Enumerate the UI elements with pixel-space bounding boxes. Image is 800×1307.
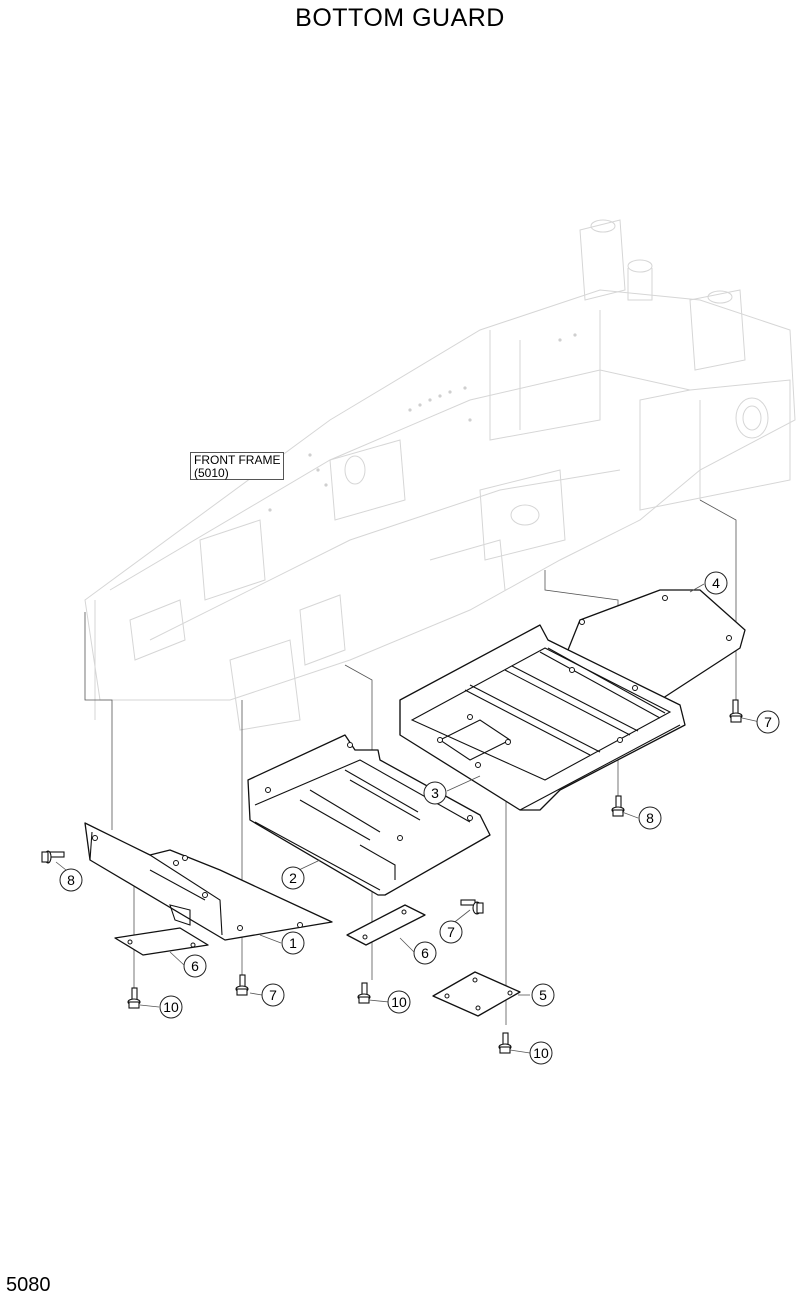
callout-2: 2: [281, 866, 305, 890]
callout-8-right: 8: [638, 806, 662, 830]
callout-7-middle-number: 7: [447, 924, 455, 940]
front-frame-reference-label: FRONT FRAME (5010): [190, 452, 284, 480]
callout-10-middle: 10: [387, 990, 411, 1014]
callout-7-right-number: 7: [764, 714, 772, 730]
callout-10-bottom: 10: [529, 1041, 553, 1065]
bolt-8-left: [41, 850, 65, 864]
callout-5: 5: [531, 983, 555, 1007]
callout-6-left-number: 6: [191, 958, 199, 974]
callout-3-number: 3: [431, 785, 439, 801]
part-2-middle-guard: [247, 734, 491, 896]
callout-6-right-number: 6: [421, 945, 429, 961]
part-3-center-guard: [399, 624, 686, 811]
callout-1-number: 1: [289, 935, 297, 951]
callout-8-left: 8: [59, 868, 83, 892]
bolt-10-middle: [357, 982, 371, 1004]
callout-3: 3: [423, 781, 447, 805]
part-6-cover-plate-right: [346, 904, 426, 946]
callout-2-number: 2: [289, 870, 297, 886]
bolt-10-left: [127, 987, 141, 1009]
page-title: BOTTOM GUARD: [295, 4, 505, 32]
callout-4-number: 4: [712, 575, 720, 591]
bolt-7-left: [235, 974, 249, 996]
part-1-front-guard-bracket: [84, 822, 333, 941]
callout-6-left: 6: [183, 954, 207, 978]
bolt-7-right: [729, 699, 743, 723]
part-5-access-cover: [432, 971, 521, 1017]
callout-4: 4: [704, 571, 728, 595]
callout-7-left: 7: [261, 983, 285, 1007]
reference-label-code: (5010): [194, 466, 229, 480]
callout-7-right: 7: [756, 710, 780, 734]
front-frame-ghost: [84, 219, 796, 731]
callout-10-left-number: 10: [163, 999, 179, 1015]
callout-1: 1: [281, 931, 305, 955]
bolt-7-middle: [460, 899, 484, 915]
callout-10-middle-number: 10: [391, 994, 407, 1010]
callout-10-bottom-number: 10: [533, 1045, 549, 1061]
callout-8-left-number: 8: [67, 872, 75, 888]
callout-10-left: 10: [159, 995, 183, 1019]
callout-7-left-number: 7: [269, 987, 277, 1003]
callout-5-number: 5: [539, 987, 547, 1003]
bolt-8-right: [611, 795, 625, 817]
callout-7-middle: 7: [439, 920, 463, 944]
page-number: 5080: [6, 1274, 51, 1296]
bolt-10-bottom: [498, 1032, 512, 1054]
reference-label-name: FRONT FRAME: [194, 453, 281, 467]
callout-8-right-number: 8: [646, 810, 654, 826]
part-6-cover-plate-left: [114, 927, 209, 956]
callout-6-right: 6: [413, 941, 437, 965]
